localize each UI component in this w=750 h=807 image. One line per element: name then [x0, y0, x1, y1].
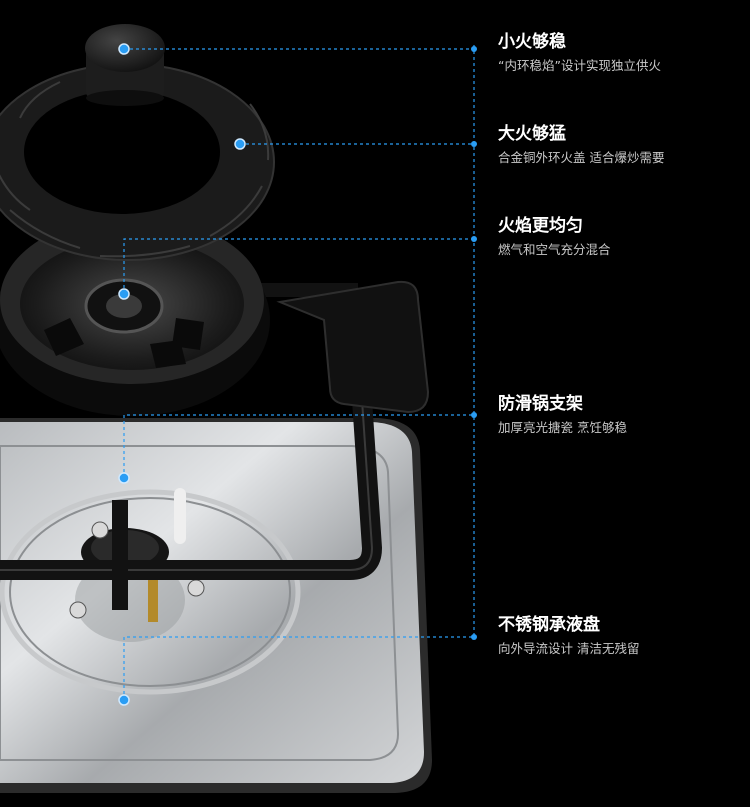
feature-drip-tray: 不锈钢承液盘 向外导流设计 清洁无残留: [498, 614, 738, 658]
feature-desc: 燃气和空气充分混合: [498, 242, 611, 257]
callout-dots: [118, 43, 477, 706]
feature-desc: 向外导流设计 清洁无残留: [498, 641, 640, 656]
feature-even-flame: 火焰更均匀 燃气和空气充分混合: [498, 215, 738, 259]
feature-desc: 合金铜外环火盖 适合爆炒需要: [498, 150, 665, 165]
burner-bowl: [0, 216, 270, 416]
feature-pot-support: 防滑锅支架 加厚亮光搪瓷 烹饪够稳: [498, 393, 738, 437]
pot-support-arm: [276, 280, 430, 414]
feature-title: 火焰更均匀: [498, 216, 583, 236]
feature-small-flame: 小火够稳 “内环稳焰”设计实现独立供火: [498, 31, 738, 75]
connector-line-3: [123, 238, 474, 294]
feature-title: 防滑锅支架: [498, 394, 583, 414]
feature-desc: 加厚亮光搪瓷 烹饪够稳: [498, 420, 627, 435]
feature-title: 小火够稳: [498, 32, 566, 52]
feature-big-flame: 大火够猛 合金铜外环火盖 适合爆炒需要: [498, 123, 738, 167]
drip-tray: [0, 418, 432, 793]
callout-dot-4: [118, 472, 130, 484]
feature-title: 不锈钢承液盘: [498, 615, 600, 635]
outer-flame-cap: [0, 63, 275, 261]
inner-flame-cap: [85, 24, 165, 106]
callout-dot-3: [118, 288, 130, 300]
connector-line-4: [123, 414, 474, 478]
feature-title: 大火够猛: [498, 124, 566, 144]
callout-dot-2: [234, 138, 246, 150]
callout-dot-1: [118, 43, 130, 55]
callout-dot-5: [118, 694, 130, 706]
feature-desc: “内环稳焰”设计实现独立供火: [498, 58, 661, 73]
connector-line-5: [123, 636, 474, 700]
pot-support: [0, 283, 382, 610]
